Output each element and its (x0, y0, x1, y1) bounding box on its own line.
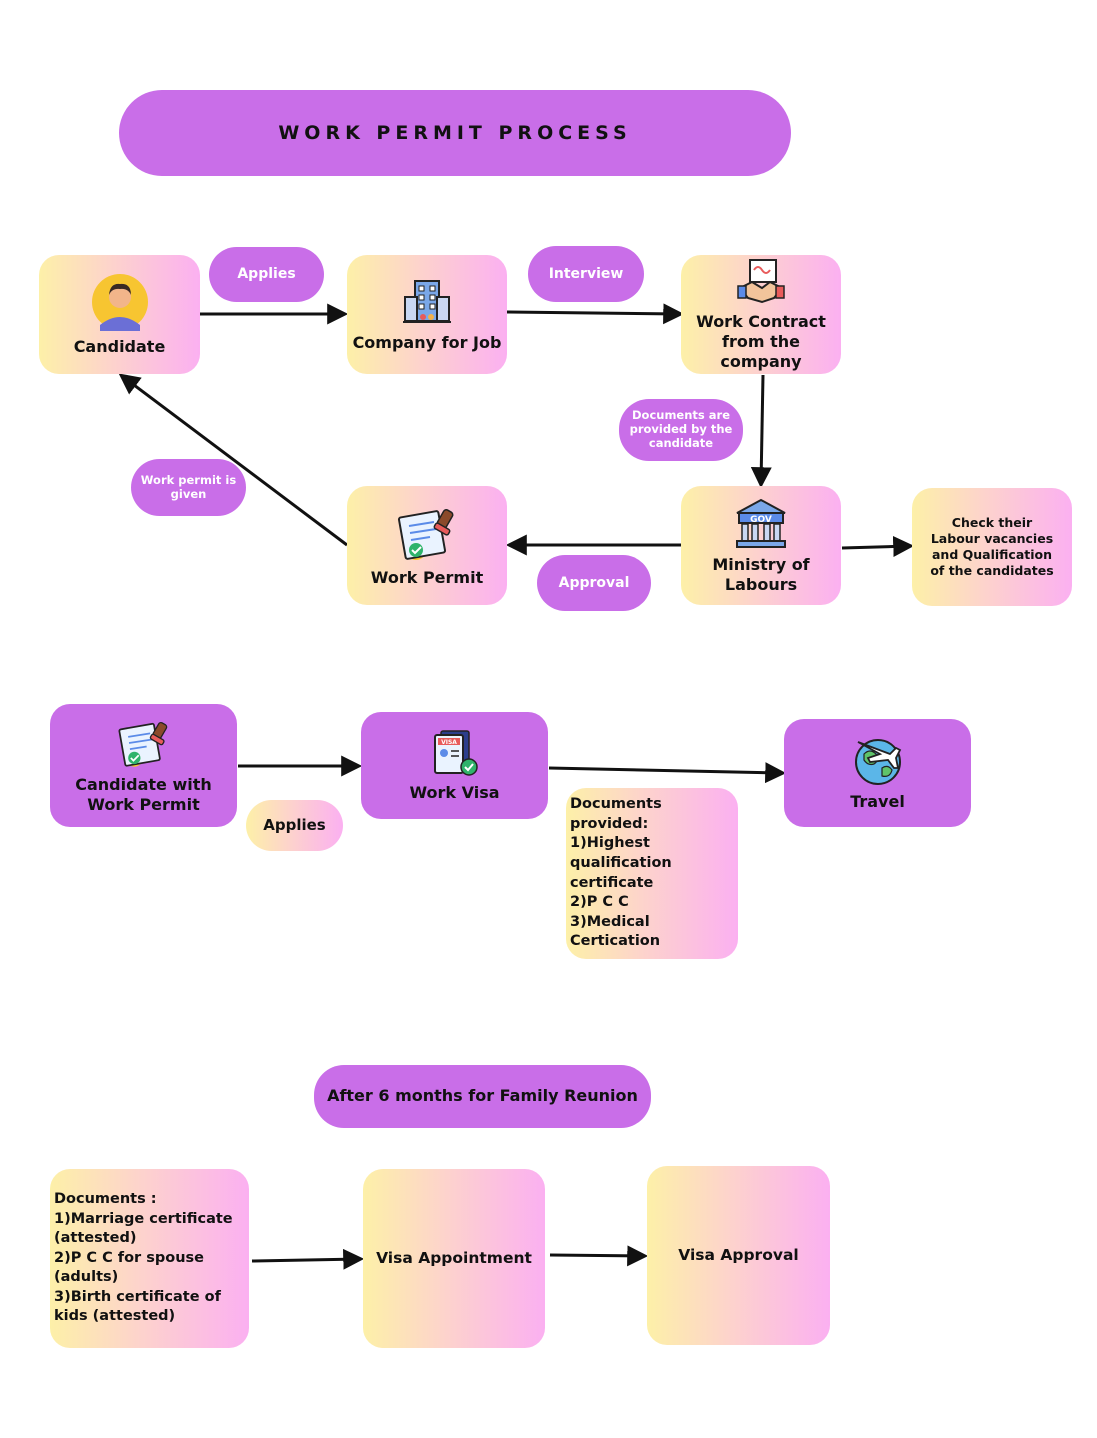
arrow-appointment-to-approval (549, 1245, 649, 1267)
stamped-document-icon (117, 721, 167, 767)
visa-card-icon: VISA (433, 729, 478, 776)
gov-sign: GOV (750, 515, 772, 525)
arrow-visa-to-travel (548, 762, 787, 784)
candidate-label: Candidate (73, 336, 166, 356)
travel-label: Travel (850, 792, 905, 811)
visa-approval-node: Visa Approval (647, 1166, 830, 1345)
visa-documents-node: Documents provided: 1)Highest qualificat… (566, 788, 738, 959)
company-label: Company for Job (352, 332, 502, 352)
person-icon (91, 273, 148, 331)
arrow-ministry-to-check (841, 535, 915, 557)
interview-label: Interview (528, 246, 644, 302)
work-permit-label: Work Permit (370, 567, 484, 587)
arrow-company-to-contract (506, 303, 685, 325)
arrow-contract-to-ministry (750, 374, 772, 489)
approval-label: Approval (537, 555, 651, 611)
visa-sign: VISA (441, 739, 457, 746)
family-documents-heading: Documents : (54, 1191, 157, 1208)
stamped-document-icon (397, 508, 454, 560)
work-permit-node: Work Permit (347, 486, 507, 605)
visa-approval-label: Visa Approval (678, 1245, 799, 1264)
family-documents-item: 3)Birth certificate of kids (attested) (54, 1288, 221, 1325)
family-documents-item: 1)Marriage certificate (attested) (54, 1210, 233, 1247)
work-visa-node: VISA Work Visa (361, 712, 548, 819)
work-contract-label: Work Contract from the company (696, 311, 826, 371)
applies-visa-label: Applies (246, 800, 343, 851)
check-vacancies-label: Check their Labour vacancies and Qualifi… (930, 514, 1054, 579)
applies-label: Applies (209, 247, 324, 302)
candidate-with-permit-label: Candidate with Work Permit (75, 774, 212, 814)
company-node: Company for Job (347, 255, 507, 374)
visa-appointment-node: Visa Appointment (363, 1169, 545, 1348)
visa-documents-item: 3)Medical Certication (570, 913, 661, 950)
page-title: WORK PERMIT PROCESS (119, 90, 791, 176)
travel-node: Travel (784, 719, 971, 827)
work-contract-node: Work Contract from the company (681, 255, 841, 374)
documents-provided-label: Documents are provided by the candidate (619, 399, 743, 461)
work-visa-label: Work Visa (409, 782, 500, 802)
arrow-documents-to-appointment (251, 1248, 365, 1270)
arrow-permit-to-candidate (118, 373, 348, 547)
visa-documents-heading: Documents provided: (570, 796, 662, 832)
family-documents-node: Documents : 1)Marriage certificate (atte… (50, 1169, 249, 1348)
office-building-icon (403, 279, 451, 323)
visa-documents-item: 1)Highest qualification certificate (570, 835, 672, 891)
visa-documents-item: 2)P C C (570, 894, 629, 911)
family-reunion-heading: After 6 months for Family Reunion (314, 1065, 651, 1128)
handshake-contract-icon (737, 258, 785, 303)
globe-airplane-icon (854, 739, 901, 785)
check-vacancies-node: Check their Labour vacancies and Qualifi… (912, 488, 1072, 606)
candidate-with-permit-node: Candidate with Work Permit (50, 704, 237, 827)
family-documents-item: 2)P C C for spouse (adults) (54, 1249, 204, 1286)
government-building-icon: GOV (736, 498, 786, 548)
candidate-node: Candidate (39, 255, 200, 374)
ministry-label: Ministry of Labours (712, 554, 810, 594)
ministry-of-labours-node: GOV Ministry of Labours (681, 486, 841, 605)
visa-appointment-label: Visa Appointment (376, 1248, 532, 1267)
work-permit-given-label: Work permit is given (131, 459, 246, 516)
